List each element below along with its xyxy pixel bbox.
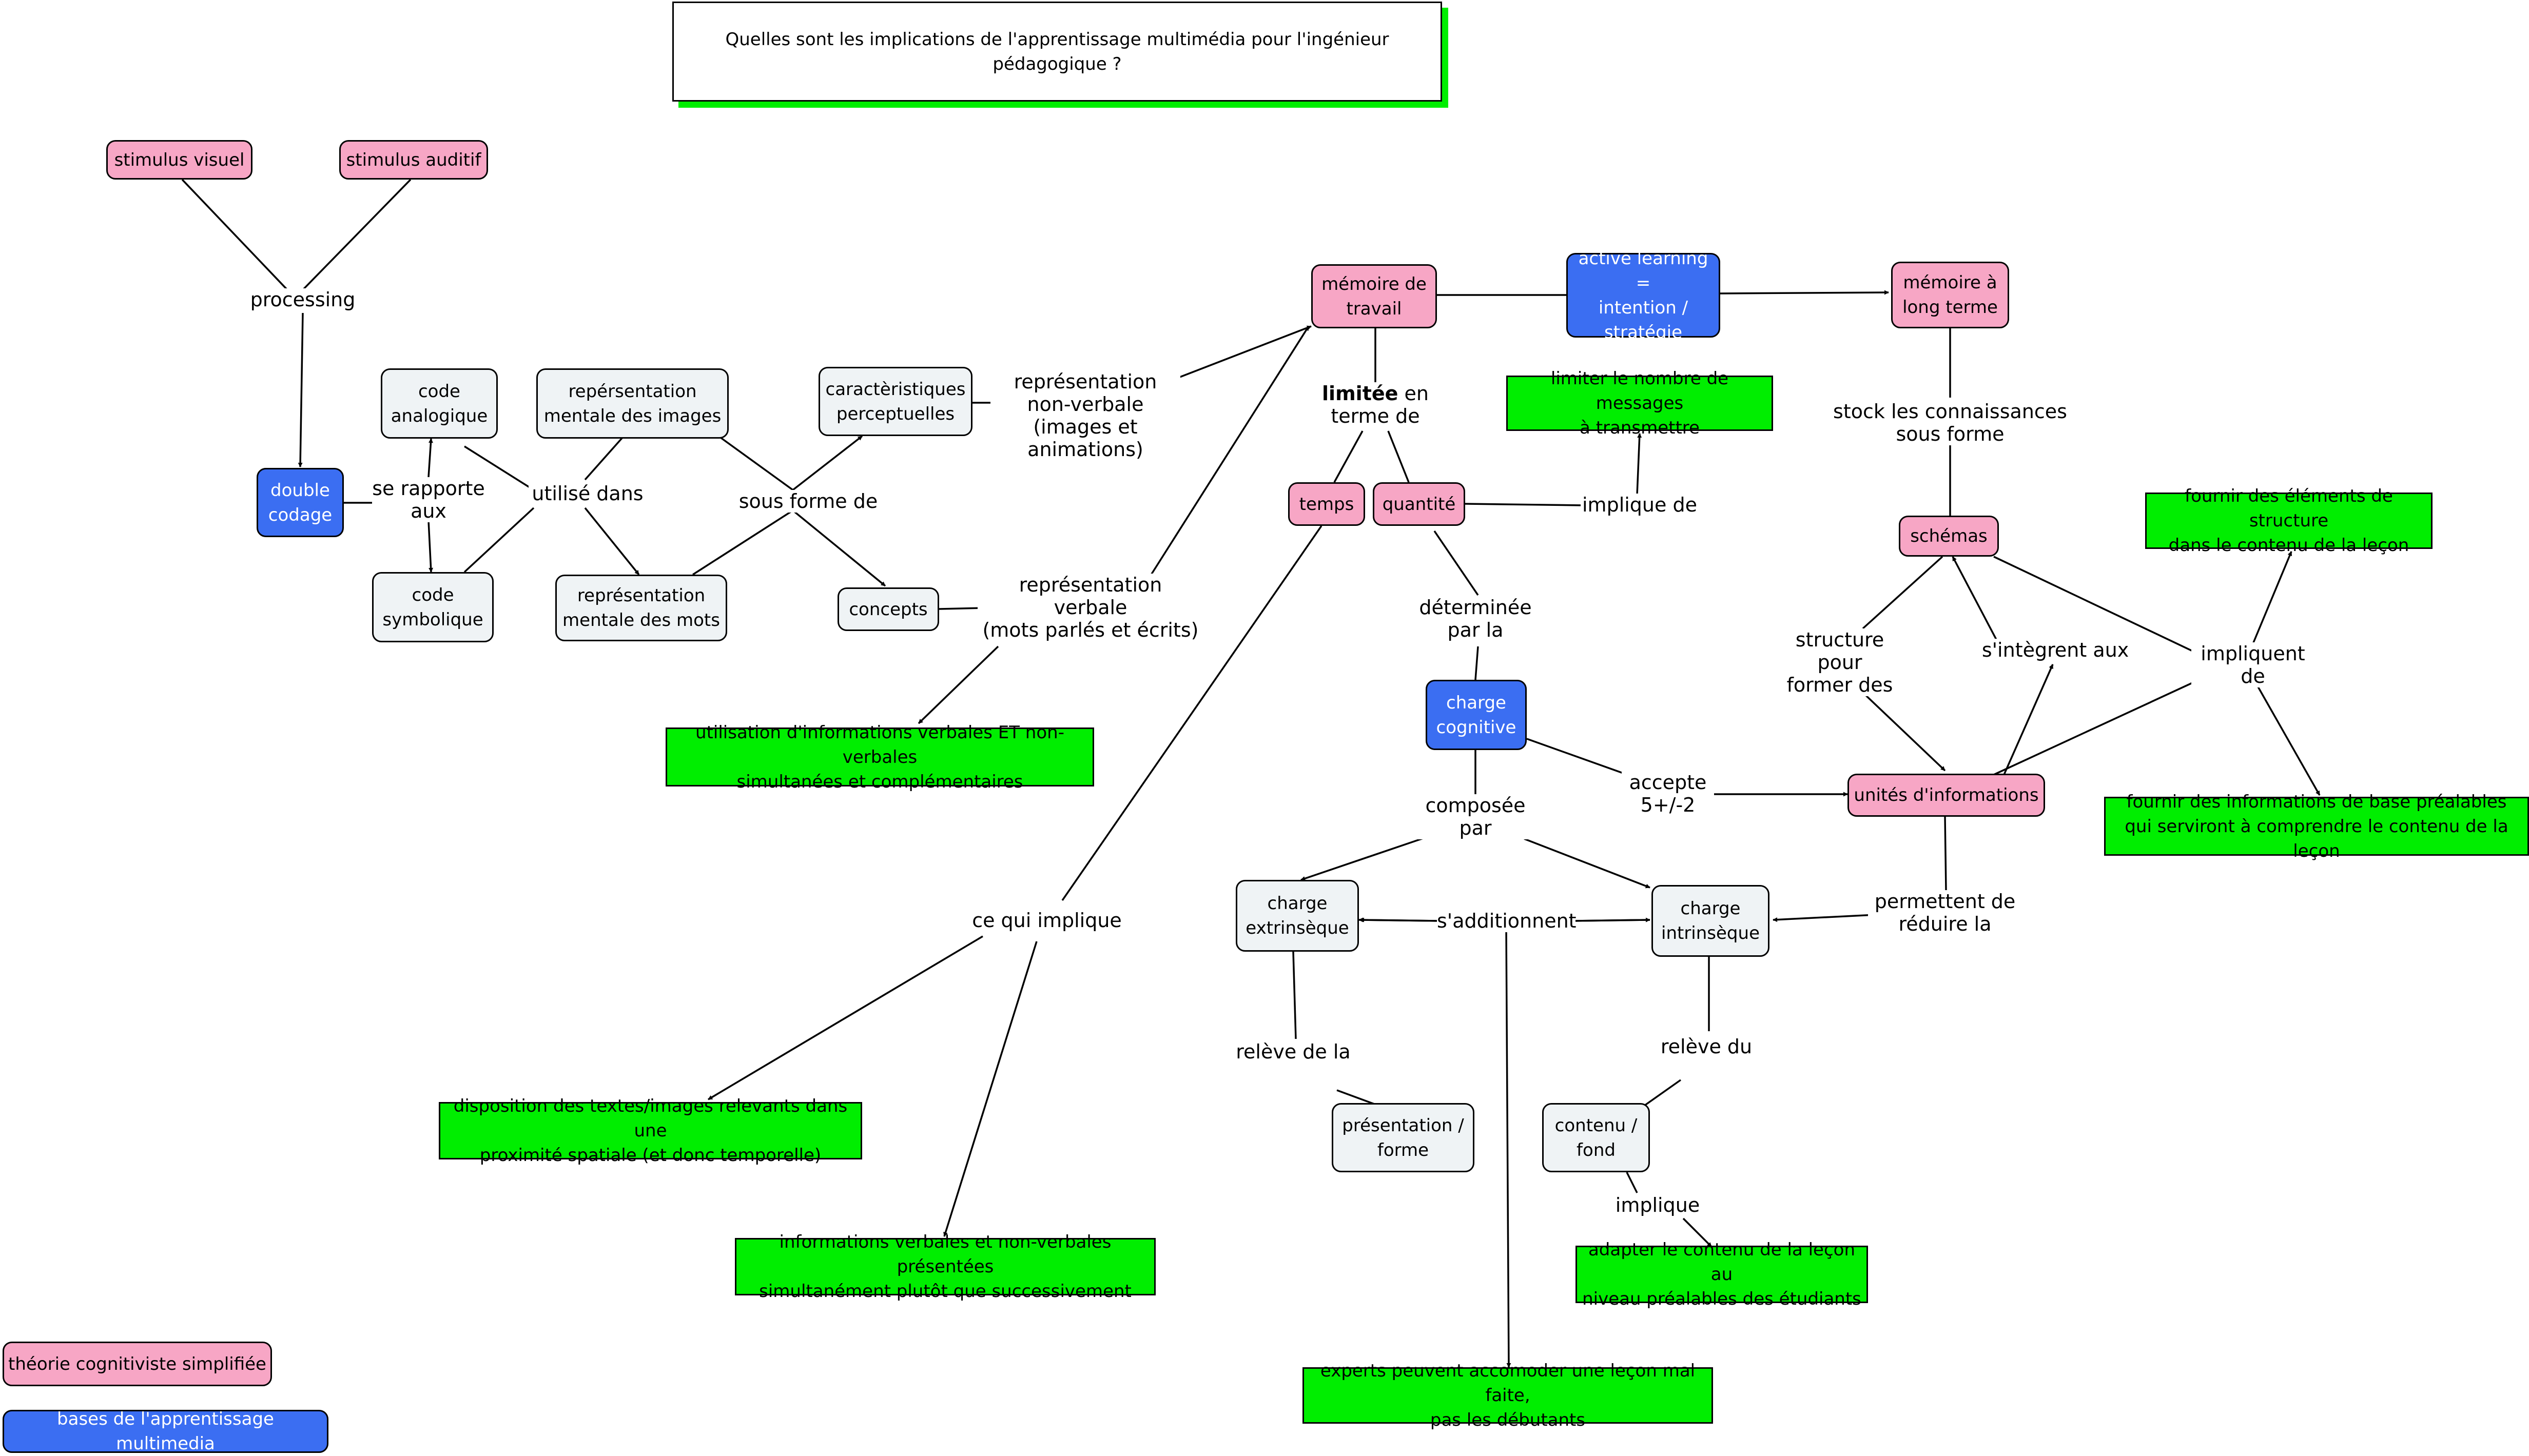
box-experts[interactable]: experts peuvent accomoder une leçon mal … <box>1302 1361 1713 1430</box>
label-releve-de-la: relève de la <box>1227 1040 1360 1063</box>
node-stimulus-visuel[interactable]: stimulus visuel <box>106 140 252 180</box>
node-temps[interactable]: temps <box>1288 482 1365 526</box>
label-utilise-dans: utilisé dans <box>529 482 647 505</box>
node-charge-intrinseque[interactable]: charge intrinsèque <box>1651 885 1769 957</box>
label-rep-non-verbale: représentation non-verbale (images et an… <box>990 370 1180 461</box>
label-permettent-de-reduire: permettent de réduire la <box>1868 890 2022 935</box>
node-memoire-de-travail[interactable]: mémoire de travail <box>1311 264 1437 328</box>
label-ce-qui-implique: ce qui implique <box>967 909 1126 932</box>
label-se-rapporte-aux: se rapporte aux <box>372 477 485 522</box>
node-memoire-long-terme[interactable]: mémoire à long terme <box>1891 262 2009 328</box>
link-lines <box>181 179 2321 1368</box>
label-limitee-bold: limitée <box>1322 382 1398 405</box>
node-presentation-forme[interactable]: présentation / forme <box>1332 1103 1474 1172</box>
node-concepts[interactable]: concepts <box>838 587 939 631</box>
node-caracteristiques[interactable]: caractèristiques perceptuelles <box>819 367 972 436</box>
label-accepte: accepte 5+/-2 <box>1622 771 1714 816</box>
node-schemas[interactable]: schémas <box>1899 516 1999 557</box>
node-unites-informations[interactable]: unités d'informations <box>1847 774 2045 817</box>
node-stimulus-auditif[interactable]: stimulus auditif <box>339 140 488 180</box>
node-rep-images[interactable]: repérsentation mentale des images <box>536 368 729 439</box>
label-releve-du: relève du <box>1647 1035 1765 1058</box>
legend-bases-apprentissage: bases de l'apprentissage multimedia <box>3 1409 328 1454</box>
node-quantite[interactable]: quantité <box>1373 482 1465 526</box>
box-utilisation-informations[interactable]: utilisation d'informations verbales ET n… <box>666 722 1094 792</box>
label-structure-pour: structure pour former des <box>1776 628 1904 696</box>
node-charge-extrinseque[interactable]: charge extrinsèque <box>1236 880 1359 952</box>
box-fournir-structure[interactable]: fournir des éléments de structure dans l… <box>2145 486 2433 556</box>
label-impliquent-de: impliquent de <box>2191 642 2314 687</box>
node-double-codage[interactable]: double codage <box>257 468 344 537</box>
node-code-symbolique[interactable]: code symbolique <box>372 572 494 642</box>
label-sadditionnent: s'additionnent <box>1437 910 1577 932</box>
label-implique: implique <box>1601 1194 1714 1216</box>
label-sintegrent-aux: s'intègrent aux <box>1978 639 2132 661</box>
label-stock-connaissances: stock les connaissances sous forme <box>1827 400 2073 445</box>
label-implique-de: implique de <box>1581 494 1699 516</box>
label-limitee-rest: en terme de <box>1331 382 1429 427</box>
box-adapter-contenu[interactable]: adapter le contenu de la leçon au niveau… <box>1575 1239 1868 1309</box>
label-composee-par: composée par <box>1416 794 1534 839</box>
node-rep-mots[interactable]: représentation mentale des mots <box>555 575 727 641</box>
label-rep-verbale: représentation verbale (mots parlés et é… <box>978 574 1203 641</box>
box-informations-simultanees[interactable]: informations verbales et non-verbales pr… <box>735 1232 1156 1302</box>
node-charge-cognitive[interactable]: charge cognitive <box>1426 680 1527 750</box>
label-limitee-en-terme-de: limitée en terme de <box>1311 382 1439 427</box>
label-determinee-par-la: déterminée par la <box>1411 596 1540 641</box>
page-title: Quelles sont les implications de l'appre… <box>672 2 1442 102</box>
box-limiter-messages[interactable]: limiter le nombre de messages à transmet… <box>1506 368 1773 438</box>
label-processing: processing <box>246 288 359 311</box>
label-sous-forme-de: sous forme de <box>734 490 883 513</box>
node-active-learning[interactable]: active learning = intention / stratégie <box>1566 248 1720 343</box>
box-fournir-base[interactable]: fournir des informations de base préalab… <box>2104 792 2529 861</box>
legend-theorie-cognitiviste: théorie cognitiviste simplifiée <box>3 1342 272 1386</box>
box-disposition-textes[interactable]: disposition des textes/images relevants … <box>439 1096 862 1166</box>
node-contenu-fond[interactable]: contenu / fond <box>1542 1103 1650 1172</box>
node-code-analogique[interactable]: code analogique <box>381 368 498 439</box>
